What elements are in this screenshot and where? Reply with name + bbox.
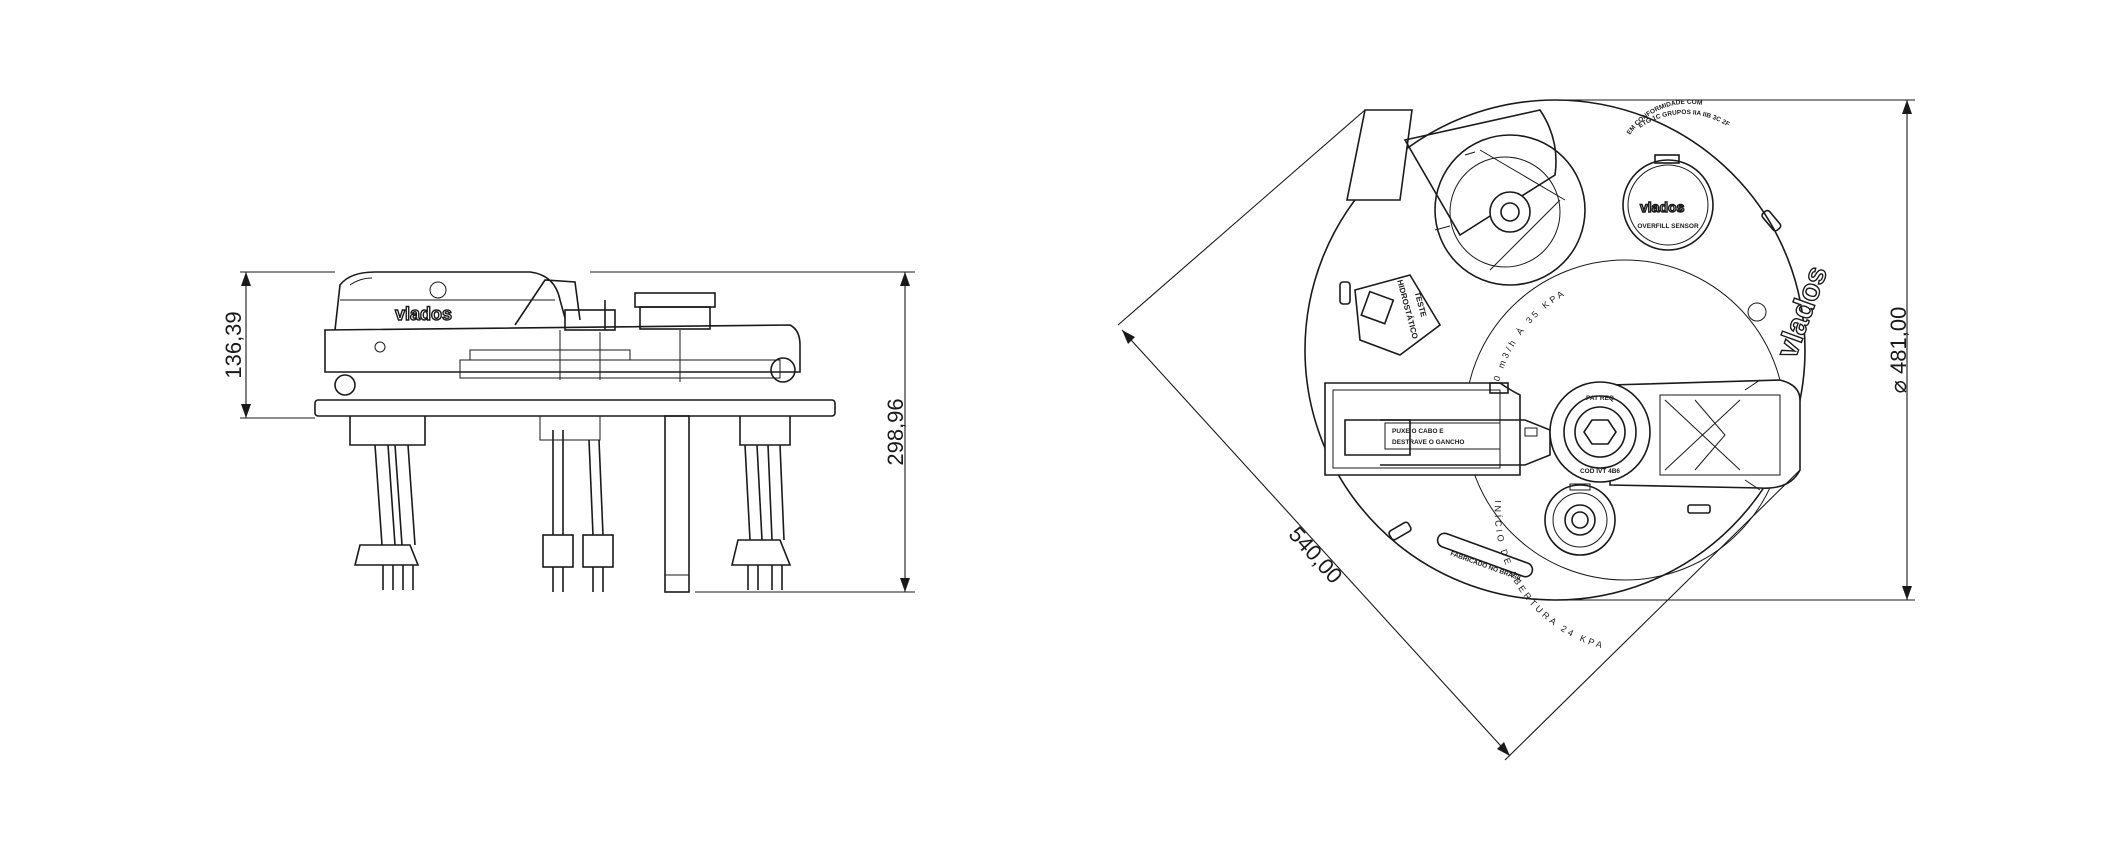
handle-label-2: DESTRAVE O GANCHO: [1392, 439, 1464, 446]
dimension-diameter-text: ⌀ 481,00: [1886, 307, 1911, 394]
side-logo-mark: [429, 281, 447, 299]
dimension-left: 136,39: [221, 271, 335, 419]
leg-right-2: [767, 444, 785, 590]
leg-left-1: [353, 444, 420, 590]
drain-tube: [664, 415, 690, 593]
side-brand-text: vlados: [395, 304, 452, 324]
base-plate: [314, 399, 836, 417]
made-in-badge: FABRICADO NO BRASIL: [1436, 532, 1534, 583]
internal-deck: [459, 359, 781, 379]
slot-bottom-left: [1388, 521, 1412, 541]
side-view: vlados: [221, 271, 915, 593]
leg-mid-1: [542, 430, 574, 592]
overfill-sensor: vlados OVERFILL SENSOR EM CONFORMIDADE C…: [1622, 99, 1731, 251]
leg-left-2: [394, 444, 416, 590]
dimension-right-text: 298,96: [883, 398, 908, 465]
lower-valve: [1544, 483, 1616, 556]
slot-right-top: [1761, 209, 1782, 232]
dimension-diameter: ⌀ 481,00: [1555, 99, 1915, 601]
teste-label-2: HIDROSTÁTICO: [1395, 279, 1419, 340]
dimension-diagonal-text: 540,00: [1284, 522, 1348, 589]
handle-label-1: PUXE O CABO E: [1392, 428, 1444, 435]
hub-text-top: PAT REQ: [1586, 395, 1614, 402]
vent-valve: [1346, 109, 1586, 286]
teste-label-1: TESTE: [1413, 291, 1429, 319]
hub-text-bottom: COD IVT 4B6: [1580, 468, 1620, 475]
right-pivot: [770, 357, 796, 383]
dimension-right: 298,96: [590, 271, 915, 593]
top-view: E 3000 m3/h À 35 KPA INÍCIO DE ABERTURA …: [1117, 99, 1915, 761]
handle-assembly: PUXE O CABO E DESTRAVE O GANCHO PAT REQ …: [1324, 379, 1801, 491]
sensor-brand-text: vlados: [1640, 199, 1685, 215]
dimension-left-text: 136,39: [221, 311, 246, 378]
brand-vertical: vlados: [1747, 261, 1835, 363]
top-brand-text: vlados: [1771, 262, 1835, 363]
slot-left: [1339, 281, 1351, 305]
slot-center: [1687, 504, 1711, 514]
housing-body: [324, 324, 801, 373]
leg-mid-2: [582, 439, 614, 592]
housing-dome: [334, 271, 566, 331]
left-pivot: [334, 374, 356, 396]
hydrostatic-test-port: TESTE HIDROSTÁTICO: [1354, 274, 1442, 356]
sensor-label: OVERFILL SENSOR: [1637, 223, 1699, 230]
leg-right-1: [730, 444, 792, 590]
top-fitting: [634, 292, 716, 308]
lever-arm: [514, 279, 581, 326]
